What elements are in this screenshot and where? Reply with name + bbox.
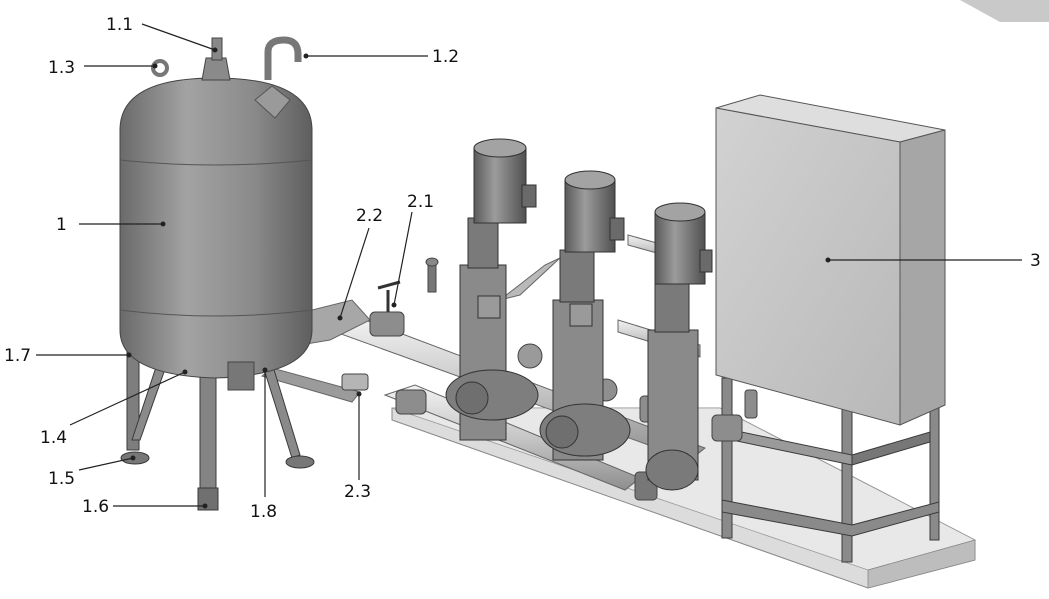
callout-1-4: 1.4: [40, 428, 67, 448]
callout-lines: [36, 23, 1022, 509]
control-cabinet: [715, 94, 946, 426]
callout-3: 3: [1030, 251, 1041, 271]
callout-1-8: 1.8: [250, 502, 277, 522]
callout-1-2: 1.2: [432, 47, 459, 67]
callout-1-5: 1.5: [48, 469, 75, 489]
pressure-tank: [119, 36, 313, 391]
pump-3: [645, 202, 713, 491]
callout-labels: 1 1.1 1.2 1.3 1.4 1.5 1.6 1.7 1.8 2.1 2.…: [4, 15, 1041, 522]
callout-1-1: 1.1: [106, 15, 133, 35]
pump-2: [539, 170, 631, 461]
pump-1: [445, 138, 539, 441]
corner-shape: [960, 0, 1049, 22]
callout-2-3: 2.3: [344, 482, 371, 502]
callout-1: 1: [56, 215, 67, 235]
callout-1-6: 1.6: [82, 497, 109, 517]
callout-1-7: 1.7: [4, 346, 31, 366]
cabinet-stand: [721, 377, 940, 563]
callout-2-2: 2.2: [356, 206, 383, 226]
callout-1-3: 1.3: [48, 58, 75, 78]
callout-2-1: 2.1: [407, 192, 434, 212]
